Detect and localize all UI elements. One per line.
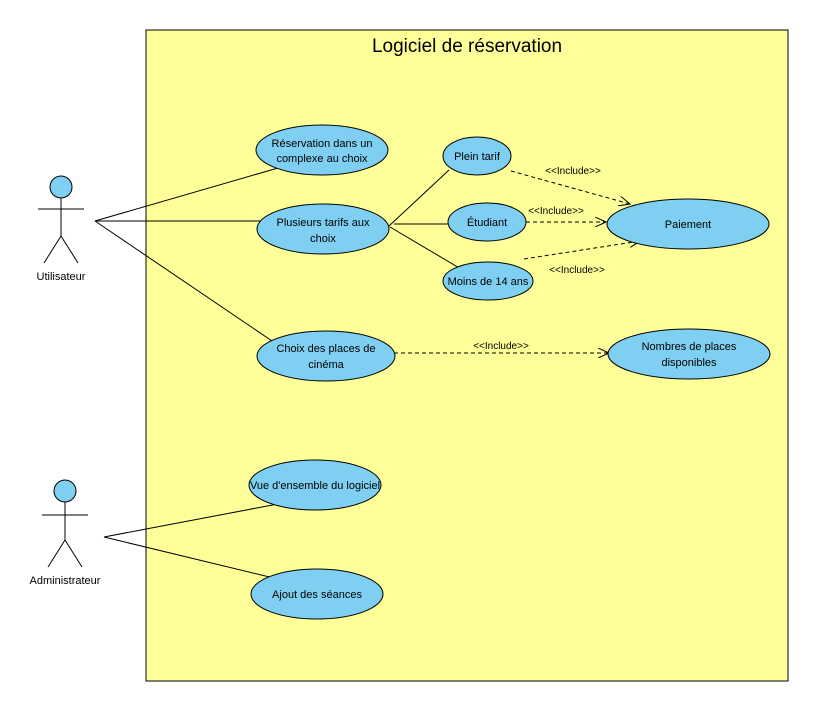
- actor-admin-head: [53, 479, 77, 503]
- actor-user-label: Utilisateur: [37, 271, 86, 283]
- usecase-reservation[interactable]: Réservation dans un complexe au choix: [255, 124, 389, 176]
- associations: [94, 167, 462, 581]
- actor-user[interactable]: Utilisateur: [37, 175, 86, 283]
- usecase-nombres-places-shape[interactable]: [607, 328, 771, 380]
- actor-user-left-leg: [43, 235, 62, 264]
- usecase-plein-tarif[interactable]: Plein tarif: [442, 136, 512, 176]
- usecase-choix-places-line2: cinéma: [308, 359, 344, 371]
- usecase-choix-places-shape[interactable]: [256, 330, 396, 382]
- assoc-tarifs-moins14: [389, 226, 462, 270]
- usecase-nombres-places-line1: Nombres de places: [642, 341, 737, 353]
- include-label-places: <<Include>>: [473, 341, 529, 352]
- usecase-choix-places-line1: Choix des places de: [276, 343, 375, 355]
- actor-user-head: [49, 175, 73, 199]
- usecase-ajout-seances-shape[interactable]: [250, 568, 384, 620]
- usecase-reservation-line2: complexe au choix: [276, 153, 368, 165]
- assoc-tarifs-plein: [388, 169, 450, 227]
- actor-admin-label: Administrateur: [30, 575, 101, 587]
- usecase-vue-ensemble-shape[interactable]: [248, 459, 382, 511]
- usecase-choix-places[interactable]: Choix des places de cinéma: [256, 330, 396, 382]
- usecase-moins14-shape[interactable]: [442, 261, 534, 301]
- assoc-user-reservation: [94, 167, 279, 222]
- assoc-admin-ajout: [103, 536, 283, 581]
- usecase-ajout-seances[interactable]: Ajout des séances: [250, 568, 384, 620]
- usecase-tarifs-shape[interactable]: [256, 203, 390, 255]
- include-label-plein: <<Include>>: [545, 166, 601, 177]
- actor-admin-right-leg: [64, 539, 83, 568]
- usecase-paiement-label: Paiement: [665, 219, 711, 231]
- usecase-etudiant-label: Étudiant: [467, 216, 507, 229]
- usecase-tarifs-line2: choix: [310, 233, 336, 245]
- actor-admin-left-leg: [47, 539, 66, 568]
- usecase-reservation-line1: Réservation dans un: [272, 138, 373, 150]
- usecase-nombres-places[interactable]: Nombres de places disponibles: [607, 328, 771, 380]
- usecase-paiement[interactable]: Paiement: [606, 198, 770, 250]
- include-label-etudiant: <<Include>>: [528, 206, 584, 217]
- usecase-paiement-shape[interactable]: [606, 198, 770, 250]
- usecase-ajout-seances-label: Ajout des séances: [272, 589, 362, 601]
- usecase-moins14-label: Moins de 14 ans: [448, 276, 529, 288]
- usecase-vue-ensemble-label: Vue d'ensemble du logiciel: [250, 480, 380, 492]
- usecase-nombres-places-line2: disponibles: [661, 357, 717, 369]
- usecase-plein-tarif-shape[interactable]: [442, 136, 512, 176]
- usecase-etudiant[interactable]: Étudiant: [447, 202, 527, 242]
- usecase-etudiant-shape[interactable]: [447, 202, 527, 242]
- usecase-vue-ensemble[interactable]: Vue d'ensemble du logiciel: [248, 459, 382, 511]
- usecase-plein-tarif-label: Plein tarif: [454, 151, 501, 163]
- include-labels: <<Include>> <<Include>> <<Include>> <<In…: [473, 166, 605, 352]
- assoc-admin-vue: [103, 502, 284, 538]
- assoc-user-choix-places: [94, 220, 276, 344]
- usecase-moins14[interactable]: Moins de 14 ans: [442, 261, 534, 301]
- system-title: Logiciel de réservation: [372, 36, 562, 57]
- usecase-reservation-shape[interactable]: [255, 124, 389, 176]
- include-label-moins14: <<Include>>: [549, 265, 605, 276]
- include-moins14-paiement: [523, 241, 640, 260]
- include-dependencies: [394, 170, 640, 353]
- actor-admin[interactable]: Administrateur: [30, 479, 101, 587]
- usecase-tarifs-line1: Plusieurs tarifs aux: [277, 217, 370, 229]
- actor-user-right-leg: [60, 235, 79, 264]
- usecase-tarifs[interactable]: Plusieurs tarifs aux choix: [256, 203, 390, 255]
